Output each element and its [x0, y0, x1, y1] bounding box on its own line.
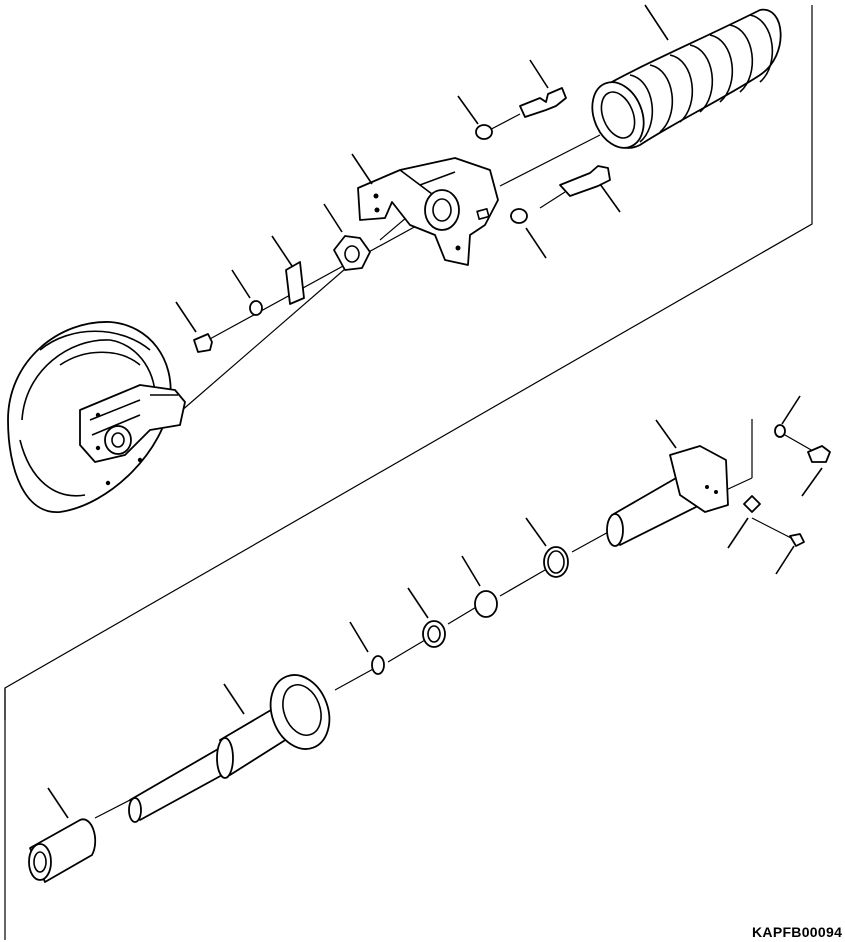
- yoke-bracket: [358, 158, 498, 265]
- upper-assembly-axis: [180, 114, 600, 412]
- piston-rod: [129, 667, 339, 822]
- drawing-code: KAPFB00094: [752, 924, 843, 940]
- leader-lines: [48, 5, 822, 818]
- assembly-frame: [5, 5, 812, 940]
- cylinder-body: [607, 446, 728, 546]
- upper-hardware: [194, 88, 610, 352]
- recoil-spring: [583, 10, 781, 156]
- lower-hardware: [744, 425, 830, 546]
- idler-wheel: [8, 322, 185, 512]
- bushing: [29, 819, 95, 882]
- seals: [372, 547, 568, 674]
- lower-assembly-axis: [95, 431, 820, 818]
